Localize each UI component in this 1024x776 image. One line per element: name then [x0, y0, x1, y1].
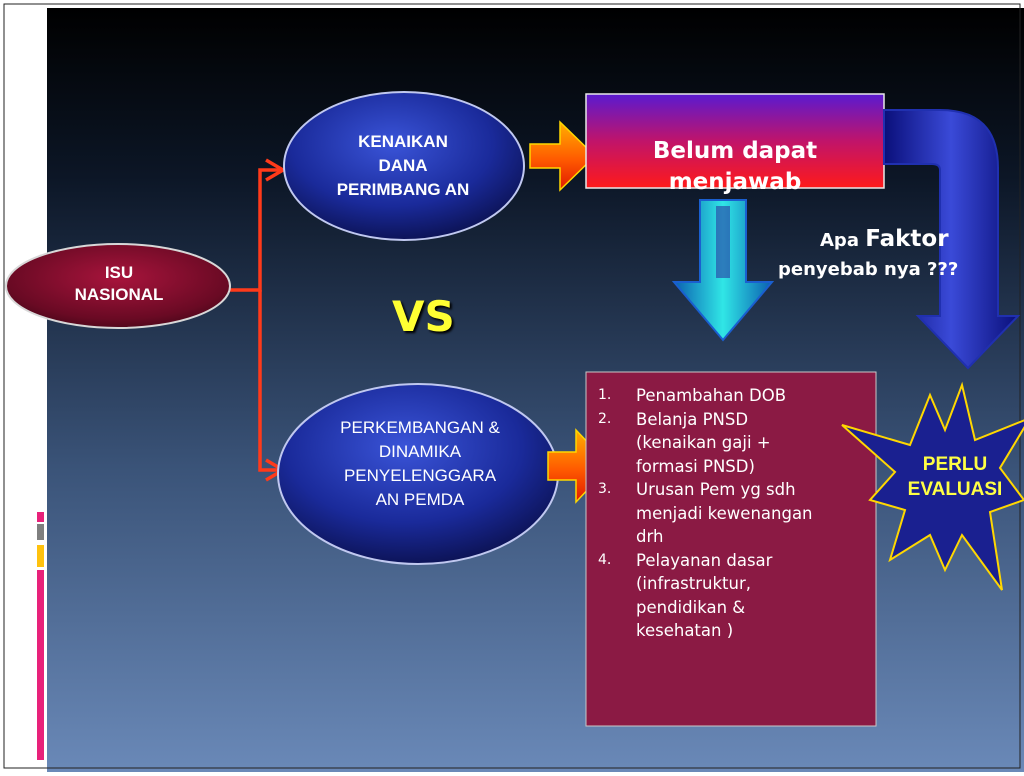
perlu-evaluasi-label: PERLU EVALUASI	[860, 452, 1024, 502]
isu-nasional-label: ISU NASIONAL	[60, 262, 178, 306]
belum-dapat-label: Belum dapat menjawab	[590, 136, 880, 198]
list-line: drh	[636, 527, 664, 546]
question-line-1: Apa Faktor	[820, 222, 949, 258]
isu-nasional-ellipse	[5, 243, 231, 329]
accent-bar-yellow	[37, 545, 44, 567]
perlu-line-2: EVALUASI	[907, 479, 1003, 500]
kenaikan-dana-label: KENAIKAN DANA PERIMBANG AN	[318, 130, 488, 202]
belum-dapat-box	[585, 93, 885, 189]
accent-bar-pink-top	[37, 512, 44, 522]
list-line: menjadi kewenangan	[636, 503, 813, 523]
list-line: kesehatan )	[636, 621, 734, 640]
list-item: 4. Pelayanan dasar (infrastruktur, pendi…	[588, 549, 876, 643]
orange-arrow-top	[529, 120, 597, 192]
list-line: (infrastruktur,	[636, 574, 752, 593]
connector-to-perkembangan	[258, 290, 285, 472]
list-line: Penambahan DOB	[636, 386, 787, 405]
cyan-arrow-inner	[716, 206, 730, 278]
list-item: 2. Belanja PNSD (kenaikan gaji + formasi…	[588, 408, 876, 479]
perkembangan-line-2: DINAMIKA	[378, 442, 462, 461]
numbered-list: 1. Penambahan DOB 2. Belanja PNSD (kenai…	[588, 384, 876, 643]
belum-line-1: Belum dapat	[652, 138, 818, 164]
perkembangan-line-4: AN PEMDA	[375, 490, 465, 509]
belum-line-2: menjawab	[668, 169, 802, 195]
list-item: 3. Urusan Pem yg sdh menjadi kewenangan …	[588, 478, 876, 549]
title-artifact-1	[30, 82, 34, 124]
list-number: 4.	[598, 551, 612, 568]
perkembangan-label: PERKEMBANGAN & DINAMIKA PENYELENGGARA AN…	[320, 416, 520, 512]
list-line: Belanja PNSD	[636, 409, 749, 429]
connector-arrowhead-top	[265, 158, 287, 182]
accent-bar-gray	[37, 524, 44, 540]
list-number: 2.	[598, 410, 612, 427]
list-line: Pelayanan dasar	[636, 550, 773, 570]
title-artifact-2	[37, 82, 41, 124]
question-apa: Apa	[820, 230, 859, 251]
list-item: 1. Penambahan DOB	[588, 384, 876, 408]
connector-to-kenaikan	[228, 168, 285, 292]
list-line: pendidikan &	[636, 597, 746, 617]
list-box	[585, 371, 877, 727]
isu-line-2: NASIONAL	[74, 285, 164, 304]
perkembangan-line-1: PERKEMBANGAN &	[340, 418, 500, 437]
list-line: formasi PNSD)	[636, 456, 755, 476]
kenaikan-line-3: PERIMBANG AN	[336, 180, 470, 199]
list-number: 1.	[598, 387, 612, 403]
question-line-2: penyebab nya ???	[778, 259, 959, 280]
perkembangan-line-3: PENYELENGGARA	[343, 466, 497, 485]
kenaikan-dana-ellipse	[283, 91, 525, 241]
bent-blue-arrow	[883, 109, 1021, 370]
isu-line-1: ISU	[104, 263, 134, 282]
perlu-line-1: PERLU	[922, 454, 988, 475]
list-line: Urusan Pem yg sdh	[636, 480, 796, 499]
perlu-evaluasi-starburst	[841, 381, 1024, 591]
accent-bar-pink	[37, 570, 44, 760]
kenaikan-line-2: DANA	[378, 156, 428, 175]
list-number: 3.	[598, 481, 612, 497]
vs-label: VS	[392, 292, 455, 341]
slide-frame	[3, 3, 1021, 769]
question-faktor: Faktor	[865, 226, 949, 252]
list-line: (kenaikan gaji +	[636, 433, 771, 452]
kenaikan-line-1: KENAIKAN	[358, 132, 448, 151]
